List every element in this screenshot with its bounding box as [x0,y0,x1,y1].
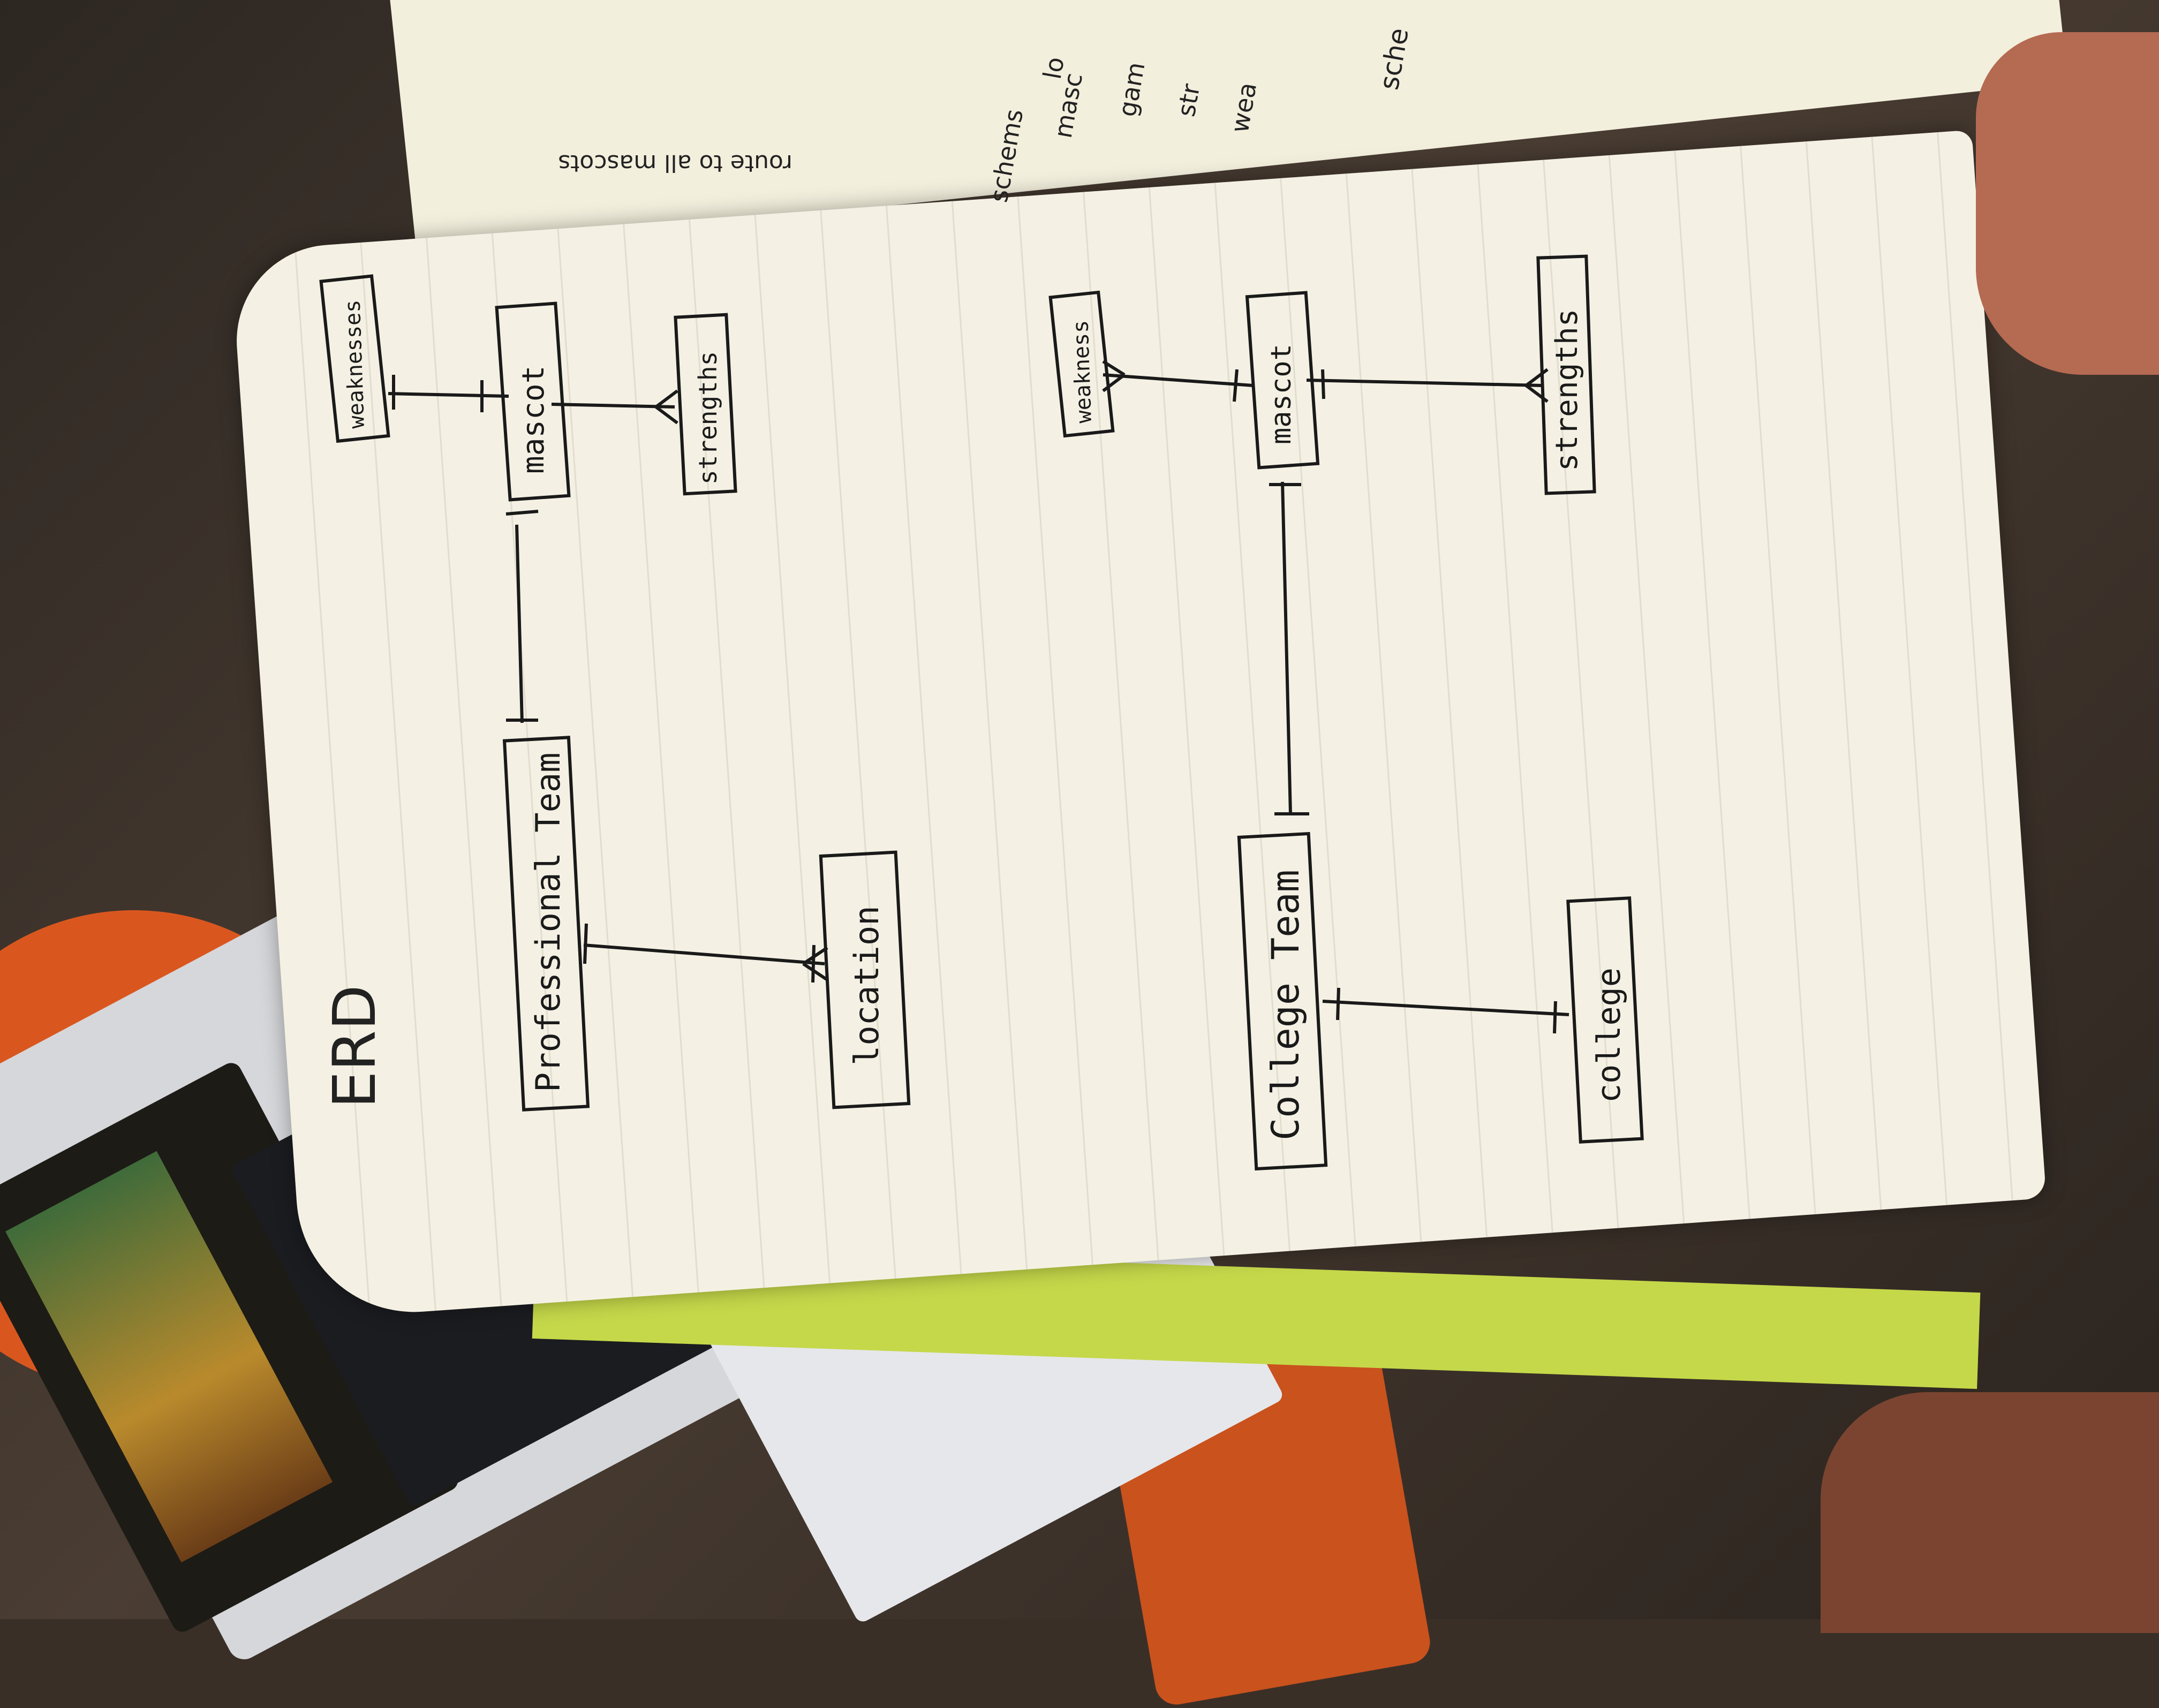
erd-title-text: ERD [320,985,389,1108]
entity-label: weaknesses [341,299,369,429]
line-mascot-weak-2 [1103,373,1254,387]
entity-college: college [1566,896,1644,1144]
crowsfoot-mark [583,923,588,964]
crowsfoot-mark [1321,369,1325,399]
entity-label: location [847,905,886,1065]
entity-weaknesses-2: weakness [1048,290,1115,438]
entity-strengths-1: strengths [674,313,737,496]
line-proteam-mascot [515,524,524,723]
entity-mascot-1: mascot [495,301,571,502]
top-note-text: route to all mascots [558,149,792,177]
entity-professional-team: Professional Team [502,736,590,1112]
entity-label: mascot [1265,344,1297,444]
entity-label: weakness [1068,320,1097,424]
crowsfoot-mark [1233,369,1239,402]
top-fragment-4: gam [1113,60,1151,119]
top-fragment-text: wea [1225,80,1263,135]
top-fragment-text: lo [1038,55,1070,81]
entity-mascot-2: mascot [1245,291,1320,470]
crowsfoot-mark [811,944,816,983]
top-note: route to all mascots [558,149,792,177]
entity-college-team: College Team [1237,832,1328,1171]
entity-label: strengths [693,351,722,485]
top-fragment-3: masc [1048,71,1088,140]
erd-diagram: route to all mascots schems lo masc gam … [319,26,1644,1171]
line-mascot-str-2 [1306,379,1543,387]
erd-title: ERD [320,985,389,1108]
line-mascot-str-1 [551,403,675,409]
top-fragment-text: schems [984,107,1029,205]
entity-strengths-2: strengths [1536,254,1596,495]
crowsfoot-many [802,946,828,981]
hand [1821,1392,2159,1633]
top-fragment-7: sche [1373,26,1415,92]
relationship-lines [388,360,1569,1034]
line-collegeteam-mascot [1281,481,1292,814]
top-fragment-text: str [1172,81,1206,118]
top-fragment-1: schems [984,107,1029,205]
top-fragment-text: gam [1113,60,1151,119]
entity-label: strengths [1550,309,1584,471]
line-mascot-weak-1 [388,392,509,398]
crowsfoot-mark [505,510,539,516]
top-fragment-5: str [1172,81,1206,118]
top-fragment-6: wea [1225,80,1263,135]
entity-label: College Team [1264,870,1308,1140]
top-fragment-2: lo [1038,55,1070,81]
entity-label: college [1590,968,1628,1103]
crowsfoot-many [655,389,678,425]
crowsfoot-mark [1336,987,1340,1021]
entity-weaknesses-1: weaknesses [319,274,390,443]
top-fragment-text: masc [1048,71,1088,140]
crowsfoot-mark [1553,1001,1557,1034]
thumb [1976,32,2159,375]
entity-label: Professional Team [529,752,568,1092]
line-collegeteam-college [1322,1000,1569,1016]
top-fragment-text: sche [1373,26,1415,92]
line-proteam-location [583,943,825,965]
entity-label: mascot [516,366,551,474]
entity-location: location [819,850,911,1109]
